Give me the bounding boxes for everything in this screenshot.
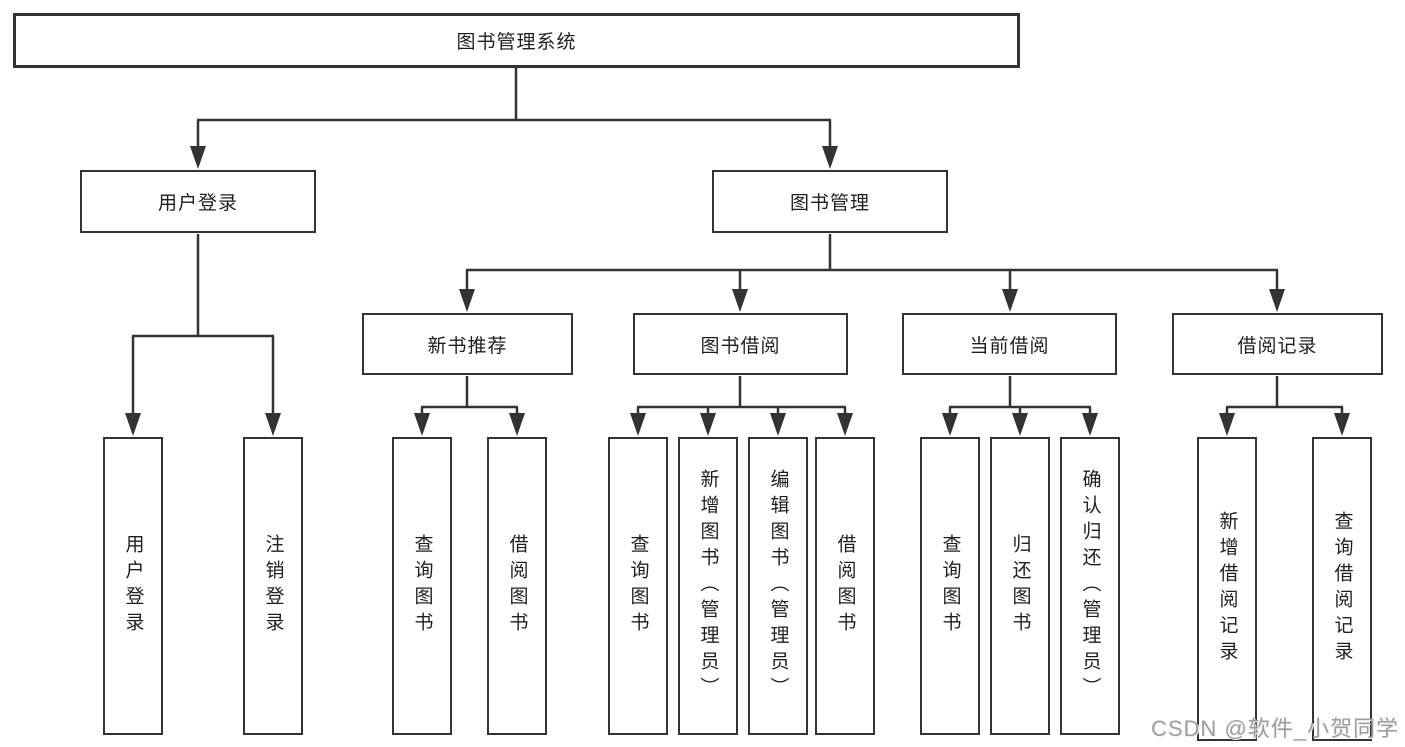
leaf-query-book-recommend: 查询图书 [392, 437, 452, 735]
node-current-borrow: 当前借阅 [902, 313, 1117, 375]
node-new-book-recommend: 新书推荐 [362, 313, 573, 375]
leaf-query-borrow-record: 查询借阅记录 [1312, 437, 1372, 741]
leaf-user-login: 用户登录 [103, 437, 163, 735]
node-label: 用户登录 [157, 193, 238, 214]
node-root-label: 图书管理系统 [456, 32, 577, 53]
node-label: 图书管理 [789, 193, 870, 214]
leaf-label: 借阅图书 [506, 534, 528, 638]
node-book-management-module: 图书管理 [712, 170, 948, 233]
leaf-borrow-book: 借阅图书 [815, 437, 875, 735]
leaf-label: 借阅图书 [834, 534, 856, 638]
leaf-label: 编辑图书（管理员） [767, 469, 789, 703]
leaf-label: 查询图书 [627, 534, 649, 638]
node-user-login-module: 用户登录 [80, 170, 316, 233]
leaf-query-book-current: 查询图书 [920, 437, 980, 735]
leaf-confirm-return-admin: 确认归还（管理员） [1060, 437, 1120, 735]
connector-path [131, 68, 1344, 418]
node-label: 图书借阅 [700, 335, 781, 357]
leaf-edit-book-admin: 编辑图书（管理员） [748, 437, 808, 735]
leaf-logout: 注销登录 [243, 437, 303, 735]
node-label: 新书推荐 [427, 335, 508, 357]
node-label: 借阅记录 [1237, 335, 1318, 357]
leaf-label: 新增借阅记录 [1216, 511, 1238, 667]
leaf-return-book: 归还图书 [990, 437, 1050, 735]
leaf-label: 用户登录 [122, 534, 144, 638]
leaf-add-borrow-record: 新增借阅记录 [1197, 437, 1257, 741]
leaf-add-book-admin: 新增图书（管理员） [678, 437, 738, 735]
leaf-label: 确认归还（管理员） [1079, 469, 1101, 703]
node-root: 图书管理系统 [13, 13, 1020, 68]
node-label: 当前借阅 [969, 335, 1050, 357]
watermark: CSDN @软件_小贺同学 [1150, 716, 1399, 741]
node-book-borrow: 图书借阅 [633, 313, 848, 375]
leaf-query-book-borrow: 查询图书 [608, 437, 668, 735]
leaf-label: 查询图书 [939, 534, 961, 638]
leaf-borrow-book-recommend: 借阅图书 [487, 437, 547, 735]
leaf-label: 注销登录 [262, 534, 284, 638]
leaf-label: 查询图书 [411, 534, 433, 638]
leaf-label: 查询借阅记录 [1331, 511, 1353, 667]
arrowheads [125, 146, 1350, 436]
leaf-label: 归还图书 [1009, 534, 1031, 638]
node-borrow-record: 借阅记录 [1172, 313, 1383, 375]
leaf-label: 新增图书（管理员） [697, 469, 719, 703]
